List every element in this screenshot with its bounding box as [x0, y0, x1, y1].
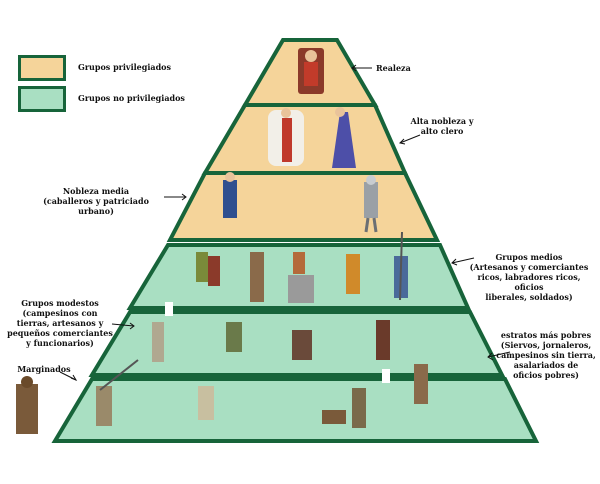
poor-figures	[96, 359, 428, 428]
modest-figures	[152, 320, 390, 362]
label-grupos-medios-line: Grupos medios	[495, 252, 563, 262]
middle-class-figures	[196, 231, 408, 303]
label-estratos-pobres-line: oficios pobres)	[513, 370, 579, 380]
label-marginados-text: Marginados	[17, 364, 71, 374]
label-alta-nobleza-line: Alta nobleza y	[410, 116, 474, 126]
label-nobleza-media-line: Nobleza media	[62, 186, 130, 196]
label-alta-nobleza: Alta nobleza y alto clero	[402, 116, 482, 136]
tier-notch	[382, 369, 390, 383]
label-grupos-medios-line: (Artesanos y comerciantes	[469, 262, 589, 272]
label-estratos-pobres: estratos más pobres (Siervos, jornaleros…	[496, 330, 596, 380]
label-grupos-modestos-line: tierras, artesanos y	[16, 318, 104, 328]
label-grupos-modestos-line: (campesinos con	[22, 308, 98, 318]
bishop-figure	[268, 108, 304, 166]
label-marginados: Marginados	[14, 364, 74, 374]
label-estratos-pobres-line: asalariados de	[513, 360, 579, 370]
label-estratos-pobres-line: (Siervos, jornaleros,	[500, 340, 592, 350]
noble-lady-figure	[332, 107, 356, 168]
tier-nobleza-media	[166, 171, 441, 242]
label-nobleza-media: Nobleza media (caballeros y patriciado u…	[26, 186, 166, 216]
label-estratos-pobres-line: campesinos sin tierra,	[496, 350, 596, 360]
legend-unprivileged-label: Grupos no privilegiados	[78, 93, 185, 103]
label-alta-nobleza-line: alto clero	[420, 126, 464, 136]
label-grupos-modestos-line: y funcionarios)	[26, 338, 94, 348]
label-realeza-text: Realeza	[376, 63, 411, 73]
tier-estratos-pobres	[51, 377, 540, 443]
label-grupos-medios-line: liberales, soldados)	[485, 292, 573, 302]
label-grupos-modestos-line: pequeños comerciantes	[7, 328, 113, 338]
pointer-arrows	[59, 64, 511, 382]
legend-privileged-swatch	[18, 55, 66, 81]
label-estratos-pobres-line: estratos más pobres	[500, 330, 592, 340]
tier-alta-nobleza	[201, 103, 409, 175]
label-grupos-modestos: Grupos modestos (campesinos con tierras,…	[6, 298, 114, 348]
legend-unprivileged-swatch	[18, 86, 66, 112]
king-figure	[298, 48, 324, 94]
outcast-figure	[16, 376, 38, 434]
label-grupos-modestos-line: Grupos modestos	[21, 298, 99, 308]
legend-privileged-label: Grupos privilegiados	[78, 62, 171, 72]
label-realeza: Realeza	[376, 63, 411, 73]
label-grupos-medios-line: ricos, labradores ricos, oficios	[477, 272, 581, 292]
label-grupos-medios: Grupos medios (Artesanos y comerciantes …	[468, 252, 590, 302]
label-nobleza-media-line: (caballeros y patriciado urbano)	[43, 196, 149, 216]
tier-notch	[165, 302, 173, 316]
knight-figure	[364, 175, 378, 233]
merchant-figure	[223, 172, 237, 218]
